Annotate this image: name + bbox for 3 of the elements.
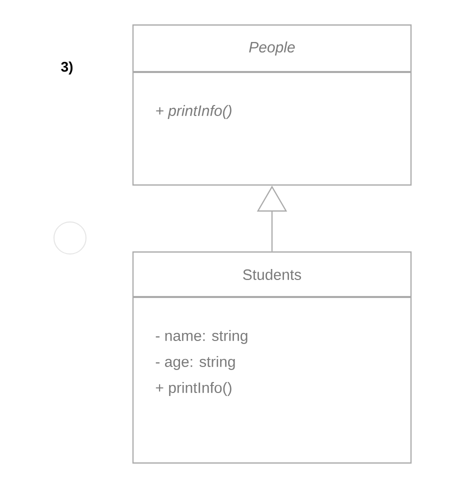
- class-box: Students - name: string - age: string + printInfo(): [132, 251, 412, 464]
- question-number: 3): [61, 61, 73, 75]
- class-box: People + printInfo(): [132, 24, 412, 186]
